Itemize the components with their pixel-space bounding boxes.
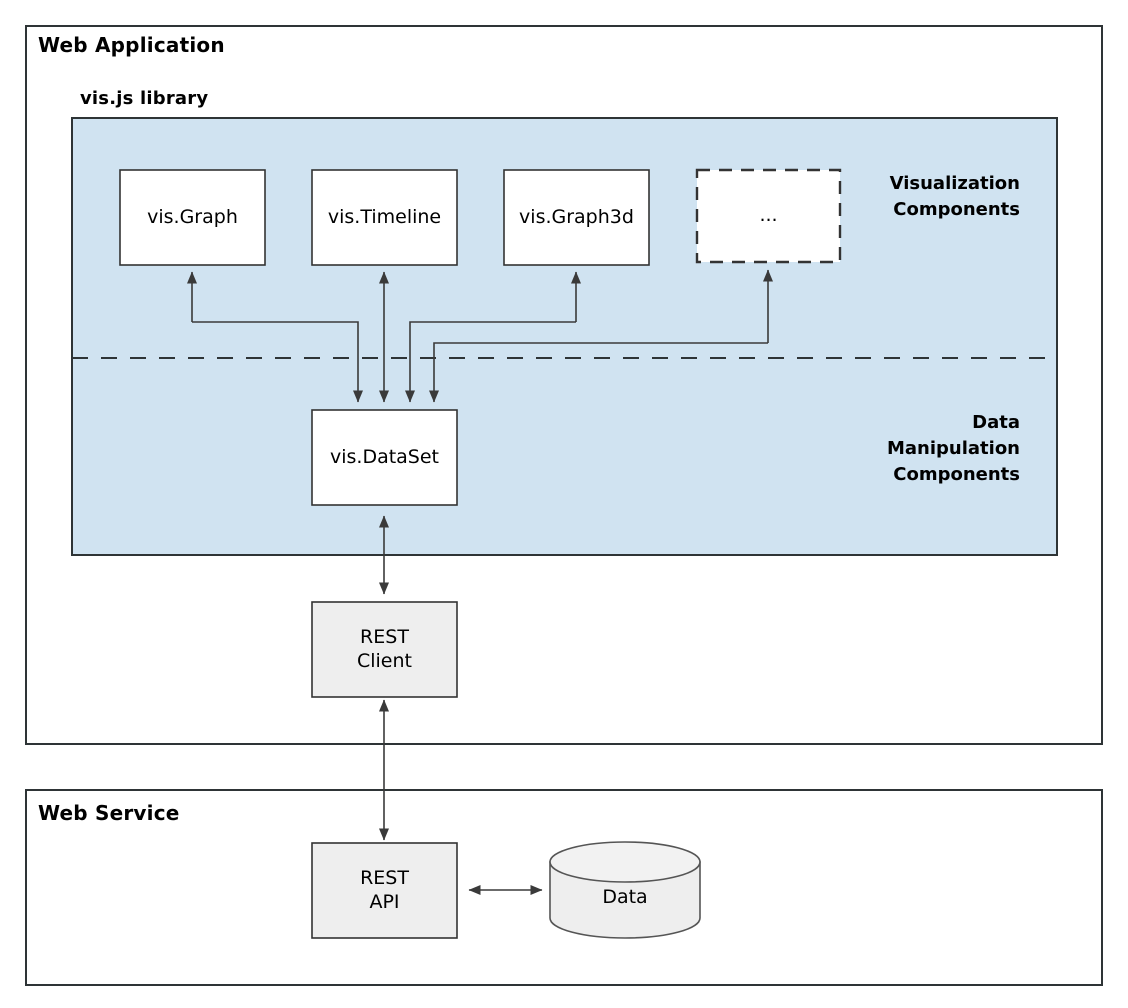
zone-label-data-manipulation: Data Manipulation Components (886, 412, 1020, 486)
component-box-vis-dataset[interactable] (311, 409, 458, 506)
connector-dataset-vis-graph3d (405, 271, 581, 403)
panel-title-web-service: Web Service (38, 801, 180, 825)
component-box-rest-api[interactable] (311, 842, 458, 939)
component-box-vis-timeline[interactable] (311, 169, 458, 266)
component-box-vis-graph[interactable] (119, 169, 266, 266)
component-box-more[interactable] (695, 168, 842, 264)
connector-dataset-more (429, 269, 773, 403)
connector-dataset-vis-graph (187, 271, 363, 403)
panel-title-web-application: Web Application (38, 33, 225, 57)
library-title: vis.js library (80, 88, 209, 109)
zone-label-visualization: Visualization Components (889, 173, 1020, 221)
component-box-vis-graph3d[interactable] (503, 169, 650, 266)
component-box-rest-client[interactable] (311, 601, 458, 698)
component-shape-data-store[interactable] (549, 841, 701, 939)
